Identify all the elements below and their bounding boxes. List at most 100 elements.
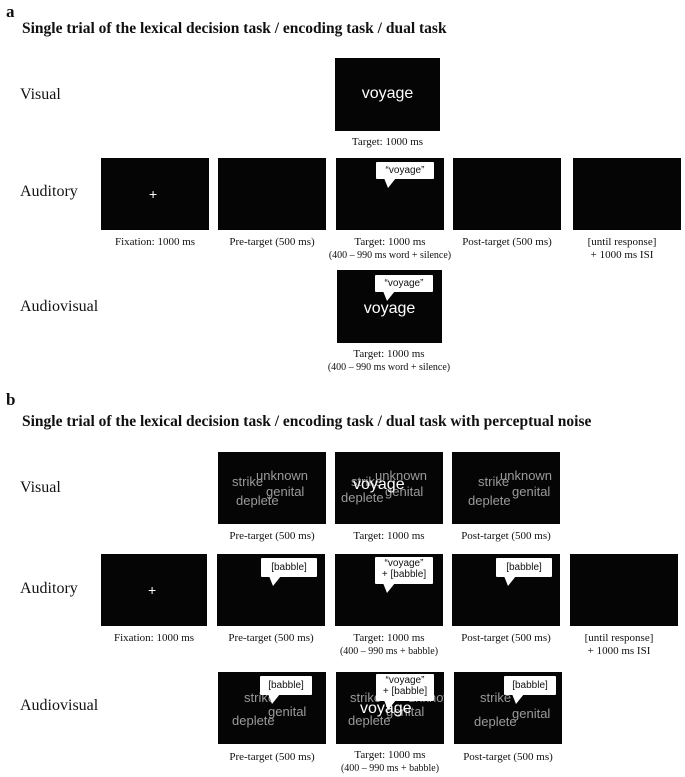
- speech-bubble: [babble]: [261, 558, 317, 586]
- panel-a-row-visual: Visual: [20, 86, 61, 103]
- b-visual-pretarget-screen: unknown strike genital deplete: [218, 452, 326, 524]
- panel-b-row-audiovisual: Audiovisual: [20, 697, 99, 714]
- b-audiovisual-target-caption: Target: 1000 ms (400 – 990 ms + babble): [306, 749, 474, 775]
- bubble-tail: [383, 583, 395, 593]
- noise-word: genital: [385, 484, 424, 499]
- fixation-cross: +: [149, 186, 158, 202]
- a-pretarget-caption: Pre-target (500 ms): [229, 236, 315, 248]
- b-fixation-caption: Fixation: 1000 ms: [113, 632, 195, 644]
- bubble-tail: [384, 178, 396, 188]
- noise-word: strike: [480, 690, 512, 705]
- b-fixation-screen: +: [101, 554, 207, 626]
- b-audiovisual-pretarget-screen: strike genital deplete [babble]: [218, 672, 326, 744]
- noise-word: deplete: [232, 713, 275, 728]
- bubble-tail: [383, 291, 395, 301]
- a-audiovisual-target-caption: Target: 1000 ms (400 – 990 ms word + sil…: [305, 348, 473, 374]
- b-audiovisual-posttarget-screen: strike genital deplete [babble]: [454, 672, 562, 744]
- caption-line-2: + 1000 ms ISI: [587, 645, 651, 657]
- a-auditory-target-screen: “voyage”: [336, 158, 444, 230]
- bubble-tail: [504, 576, 516, 586]
- speech-bubble: “voyage”: [376, 162, 434, 188]
- caption-line-2: (400 – 990 ms + babble): [339, 646, 439, 657]
- target-word: voyage: [361, 85, 414, 102]
- bubble-text: “voyage”: [385, 165, 425, 176]
- caption-line-1: Target: 1000 ms: [353, 632, 425, 644]
- speech-bubble: [babble]: [504, 676, 556, 704]
- b-auditory-posttarget-caption: Post-target (500 ms): [461, 632, 551, 644]
- panel-a-title: Single trial of the lexical decision tas…: [22, 20, 447, 37]
- noise-word: strike: [232, 474, 264, 489]
- speech-bubble: “voyage”: [375, 275, 433, 301]
- panel-a-row-audiovisual: Audiovisual: [20, 298, 99, 315]
- noise-word: genital: [266, 484, 305, 499]
- a-posttarget-screen: [453, 158, 561, 230]
- caption-line-1: Target: 1000 ms: [354, 749, 426, 761]
- panel-a-letter: a: [6, 2, 15, 21]
- b-response-caption: [until response] + 1000 ms ISI: [560, 632, 678, 658]
- panel-b-title: Single trial of the lexical decision tas…: [22, 413, 592, 430]
- caption-line-2: (400 – 990 ms word + silence): [327, 362, 451, 373]
- a-posttarget-caption: Post-target (500 ms): [462, 236, 552, 248]
- caption-line-1: [until response]: [584, 632, 654, 644]
- b-auditory-target-screen: “voyage” + [babble]: [335, 554, 443, 626]
- noise-word: unknown: [375, 468, 428, 483]
- b-audiovisual-target-screen: strike unknown genital deplete voyage “v…: [336, 672, 444, 744]
- b-audiovisual-posttarget-caption: Post-target (500 ms): [463, 751, 553, 763]
- panel-b-row-auditory: Auditory: [20, 580, 78, 597]
- a-pretarget-screen: [218, 158, 326, 230]
- bubble-tail: [384, 700, 396, 710]
- bubble-text-line-2: + [babble]: [381, 569, 427, 580]
- panel-b-letter: b: [6, 390, 16, 409]
- panel-a-row-auditory: Auditory: [20, 183, 78, 200]
- a-fixation-screen: +: [101, 158, 209, 230]
- b-auditory-target-caption: Target: 1000 ms (400 – 990 ms + babble): [305, 632, 473, 658]
- noise-word: genital: [512, 484, 551, 499]
- panel-b-row-visual: Visual: [20, 479, 61, 496]
- bubble-text: “voyage”: [384, 278, 424, 289]
- bubble-text-line-1: “voyage”: [384, 558, 424, 569]
- noise-word: genital: [512, 706, 551, 721]
- noise-word: deplete: [236, 493, 279, 508]
- caption-line-1: Target: 1000 ms: [353, 348, 425, 360]
- a-audiovisual-target-screen: “voyage” voyage: [337, 270, 442, 343]
- caption-line-2: + 1000 ms ISI: [590, 249, 654, 261]
- speech-bubble: [babble]: [496, 558, 552, 586]
- b-visual-posttarget-screen: unknown strike genital deplete: [452, 452, 560, 524]
- a-response-screen: [573, 158, 681, 230]
- b-visual-target-screen: unknown strike genital deplete voyage: [335, 452, 443, 524]
- caption-line-1: Target: 1000 ms: [354, 236, 426, 248]
- noise-word: strike: [350, 690, 382, 705]
- a-visual-target-screen: voyage: [335, 58, 440, 131]
- target-word: voyage: [353, 476, 405, 493]
- a-fixation-caption: Fixation: 1000 ms: [114, 236, 196, 248]
- caption-line-2: (400 – 990 ms + babble): [340, 763, 440, 774]
- bubble-text: [babble]: [512, 680, 548, 691]
- b-response-screen: [570, 554, 678, 626]
- noise-word: deplete: [341, 490, 384, 505]
- b-visual-target-caption: Target: 1000 ms: [353, 530, 425, 542]
- bubble-tail: [512, 694, 524, 704]
- speech-bubble: “voyage” + [babble]: [375, 557, 433, 593]
- fixation-cross: +: [148, 582, 157, 598]
- bubble-text: [babble]: [271, 562, 307, 573]
- noise-word: deplete: [468, 493, 511, 508]
- b-auditory-pretarget-caption: Pre-target (500 ms): [228, 632, 314, 644]
- noise-word: strike: [351, 474, 383, 489]
- b-visual-pretarget-caption: Pre-target (500 ms): [229, 530, 315, 542]
- b-visual-posttarget-caption: Post-target (500 ms): [461, 530, 551, 542]
- b-audiovisual-pretarget-caption: Pre-target (500 ms): [229, 751, 315, 763]
- noise-word: deplete: [348, 713, 391, 728]
- a-auditory-target-caption: Target: 1000 ms (400 – 990 ms word + sil…: [306, 236, 474, 262]
- caption-line-1: [until response]: [587, 236, 657, 248]
- b-auditory-pretarget-screen: [babble]: [217, 554, 325, 626]
- bubble-tail: [269, 576, 281, 586]
- bubble-tail: [268, 694, 280, 704]
- a-visual-target-caption: Target: 1000 ms: [351, 136, 424, 148]
- noise-word: genital: [268, 704, 307, 719]
- noise-word: unknown: [500, 468, 553, 483]
- speech-bubble: “voyage” + [babble]: [376, 674, 434, 710]
- caption-line-2: (400 – 990 ms word + silence): [328, 250, 452, 261]
- noise-word: unknown: [256, 468, 309, 483]
- noise-word: strike: [478, 474, 510, 489]
- b-auditory-posttarget-screen: [babble]: [452, 554, 560, 626]
